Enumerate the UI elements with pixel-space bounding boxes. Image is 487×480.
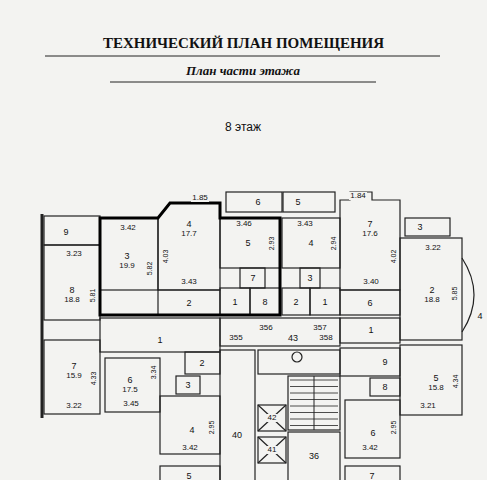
plan-label: 19.9: [118, 262, 136, 270]
plan-label: 3.42: [119, 224, 137, 232]
plan-label: 5.82: [147, 260, 154, 276]
plan-label: 5: [185, 472, 192, 480]
plan-label: 2: [292, 298, 299, 307]
plan-label: 1.85: [191, 194, 209, 202]
plan-label: 7: [368, 472, 375, 480]
plan-label: 5: [294, 198, 301, 207]
plan-label: 4.34: [453, 373, 460, 389]
plan-label: 2.93: [269, 235, 276, 251]
plan-label: 8: [68, 286, 75, 295]
plan-label: 7: [70, 362, 77, 371]
plan-label: 17.7: [180, 230, 198, 238]
plan-label: 17.5: [121, 386, 139, 394]
plan-label: 3.21: [419, 402, 437, 410]
plan-label: 4.03: [163, 248, 170, 264]
plan-label: 6: [126, 376, 133, 385]
plan-label: 3.43: [296, 220, 314, 228]
plan-label: 9: [62, 228, 69, 237]
plan-label: 4.02: [391, 248, 398, 264]
plan-label: 7: [366, 220, 373, 229]
plan-label: 6: [254, 198, 261, 207]
plan-label: 357: [312, 324, 327, 332]
plan-label: 3: [184, 381, 191, 390]
plan-label: 43: [287, 334, 299, 343]
plan-label: 6: [369, 429, 376, 438]
plan-label: 7: [249, 274, 256, 283]
plan-label: 2.95: [391, 419, 398, 435]
plan-label: 3: [416, 223, 423, 232]
plan-label: 36: [308, 452, 320, 461]
floor-label: 8 этаж: [224, 121, 262, 133]
plan-title: ТЕХНИЧЕСКИЙ ПЛАН ПОМЕЩЕНИЯ: [0, 35, 487, 52]
plan-label: 40: [231, 431, 243, 440]
plan-label: 3: [123, 252, 130, 261]
plan-label: 4.33: [91, 370, 98, 386]
plan-label: 3.45: [122, 400, 140, 408]
plan-label: 2: [198, 359, 205, 368]
plan-label: 4: [476, 312, 483, 321]
plan-label: 1: [367, 326, 374, 335]
plan-label: 8: [381, 383, 388, 392]
plan-label: 5: [432, 374, 439, 383]
plan-label: 15.8: [427, 384, 445, 392]
plan-label: 2: [185, 299, 192, 308]
plan-label: 2.95: [209, 419, 216, 435]
plan-label: 42: [267, 414, 278, 422]
plan-label: 18.8: [423, 296, 441, 304]
plan-label: 5: [244, 239, 251, 248]
plan-label: 1: [231, 298, 238, 307]
plan-label: 15.9: [65, 372, 83, 380]
plan-label: 3.34: [151, 364, 158, 380]
plan-subtitle: План части этажа: [185, 64, 301, 77]
plan-label: 2: [428, 286, 435, 295]
plan-label: 358: [318, 334, 333, 342]
plan-label: 3: [306, 274, 313, 283]
plan-label: 1.84: [349, 192, 367, 200]
plan-label: 3.43: [180, 278, 198, 286]
plan-label: 3.22: [65, 402, 83, 410]
plan-label: 3.22: [424, 244, 442, 252]
plan-label: 6: [366, 299, 373, 308]
plan-label: 1: [156, 336, 163, 345]
plan-label: 3.23: [65, 250, 83, 258]
plan-label: 8: [261, 298, 268, 307]
plan-label: 4: [307, 239, 314, 248]
plan-label: 41: [267, 446, 278, 454]
plan-label: 9: [381, 358, 388, 367]
plan-label: 3.40: [362, 278, 380, 286]
plan-label: 5.81: [90, 287, 97, 303]
plan-label: 2.94: [331, 235, 338, 251]
plan-label: 1: [321, 298, 328, 307]
plan-label: 3.42: [181, 444, 199, 452]
plan-label: 4: [185, 220, 192, 229]
plan-label: 17.6: [361, 230, 379, 238]
plan-label: 5.85: [452, 285, 459, 301]
plan-label: 4: [188, 426, 195, 435]
plan-label: 3.42: [361, 444, 379, 452]
plan-label: 355: [228, 334, 243, 342]
plan-label: 3.46: [235, 220, 253, 228]
plan-label: 18.8: [63, 296, 81, 304]
plan-label: 356: [258, 324, 273, 332]
